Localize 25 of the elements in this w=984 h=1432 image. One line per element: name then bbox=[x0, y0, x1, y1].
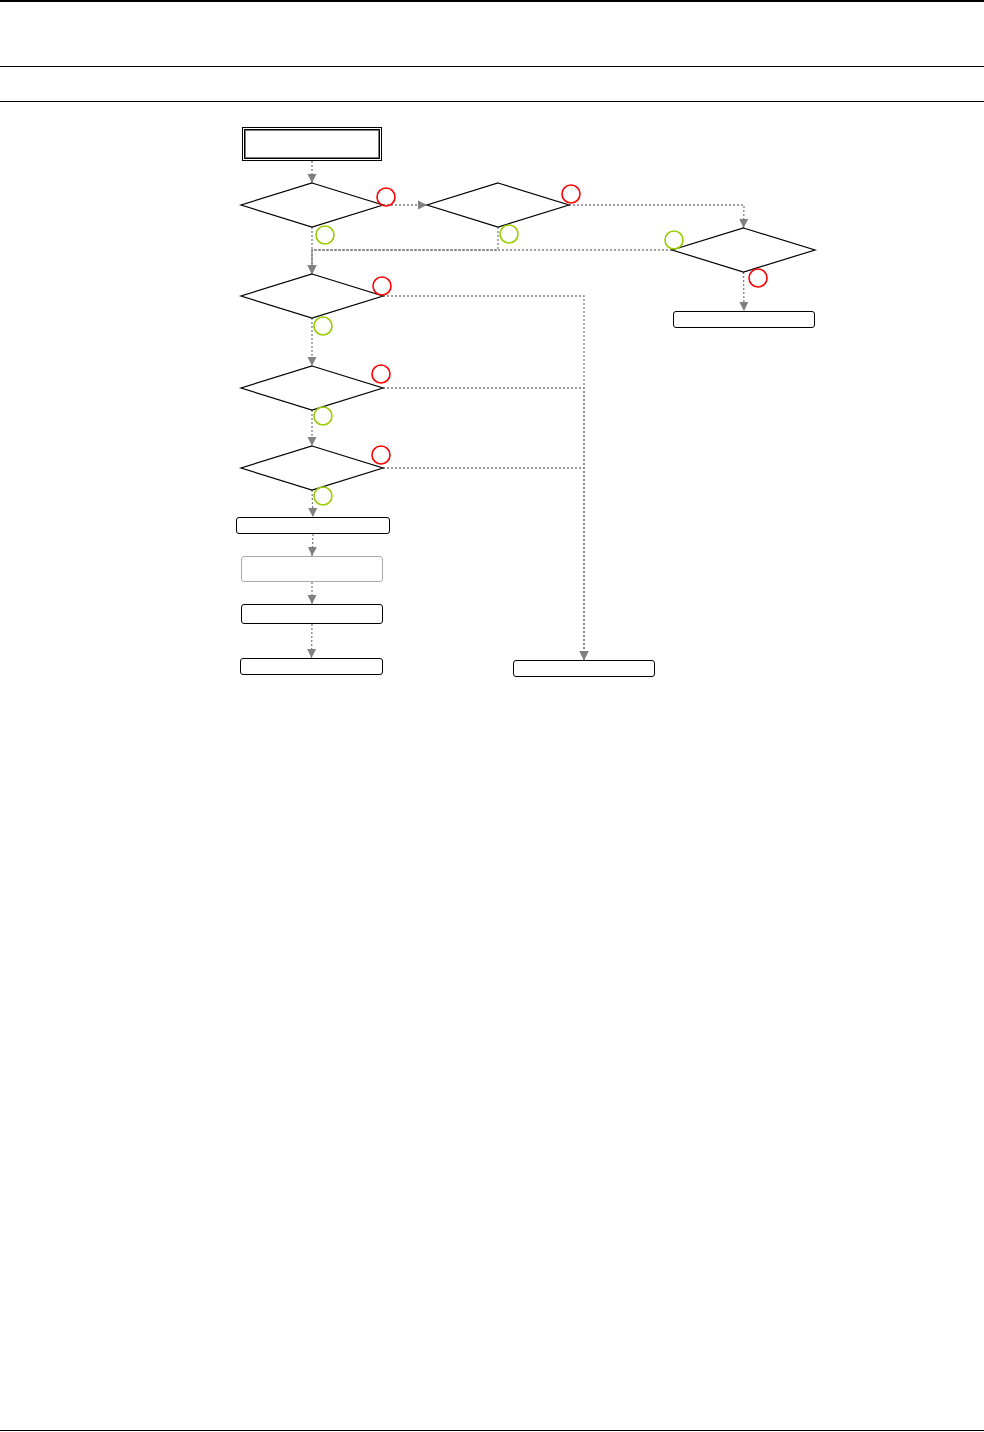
process-box bbox=[236, 517, 390, 534]
decision-diamond bbox=[427, 183, 569, 227]
decision-diamond bbox=[241, 183, 383, 227]
arrow bbox=[307, 317, 317, 367]
decision-diamond bbox=[241, 274, 383, 318]
process-box bbox=[241, 604, 383, 624]
arrow bbox=[382, 200, 428, 210]
arrow bbox=[382, 467, 589, 661]
arrow bbox=[307, 249, 673, 275]
arrow bbox=[307, 533, 317, 557]
decision-diamond bbox=[241, 446, 383, 490]
process-box bbox=[513, 660, 655, 677]
arrow bbox=[307, 581, 317, 605]
arrow bbox=[308, 489, 318, 518]
arrow bbox=[307, 409, 317, 447]
decision-diamond bbox=[672, 228, 815, 272]
decision-diamond bbox=[241, 366, 383, 410]
process-box bbox=[240, 658, 383, 675]
process-box bbox=[673, 311, 815, 328]
arrow bbox=[307, 623, 317, 659]
start-box bbox=[242, 127, 382, 161]
arrow bbox=[739, 271, 749, 312]
arrow bbox=[568, 204, 749, 229]
process-box bbox=[241, 556, 383, 582]
arrow bbox=[307, 160, 317, 184]
